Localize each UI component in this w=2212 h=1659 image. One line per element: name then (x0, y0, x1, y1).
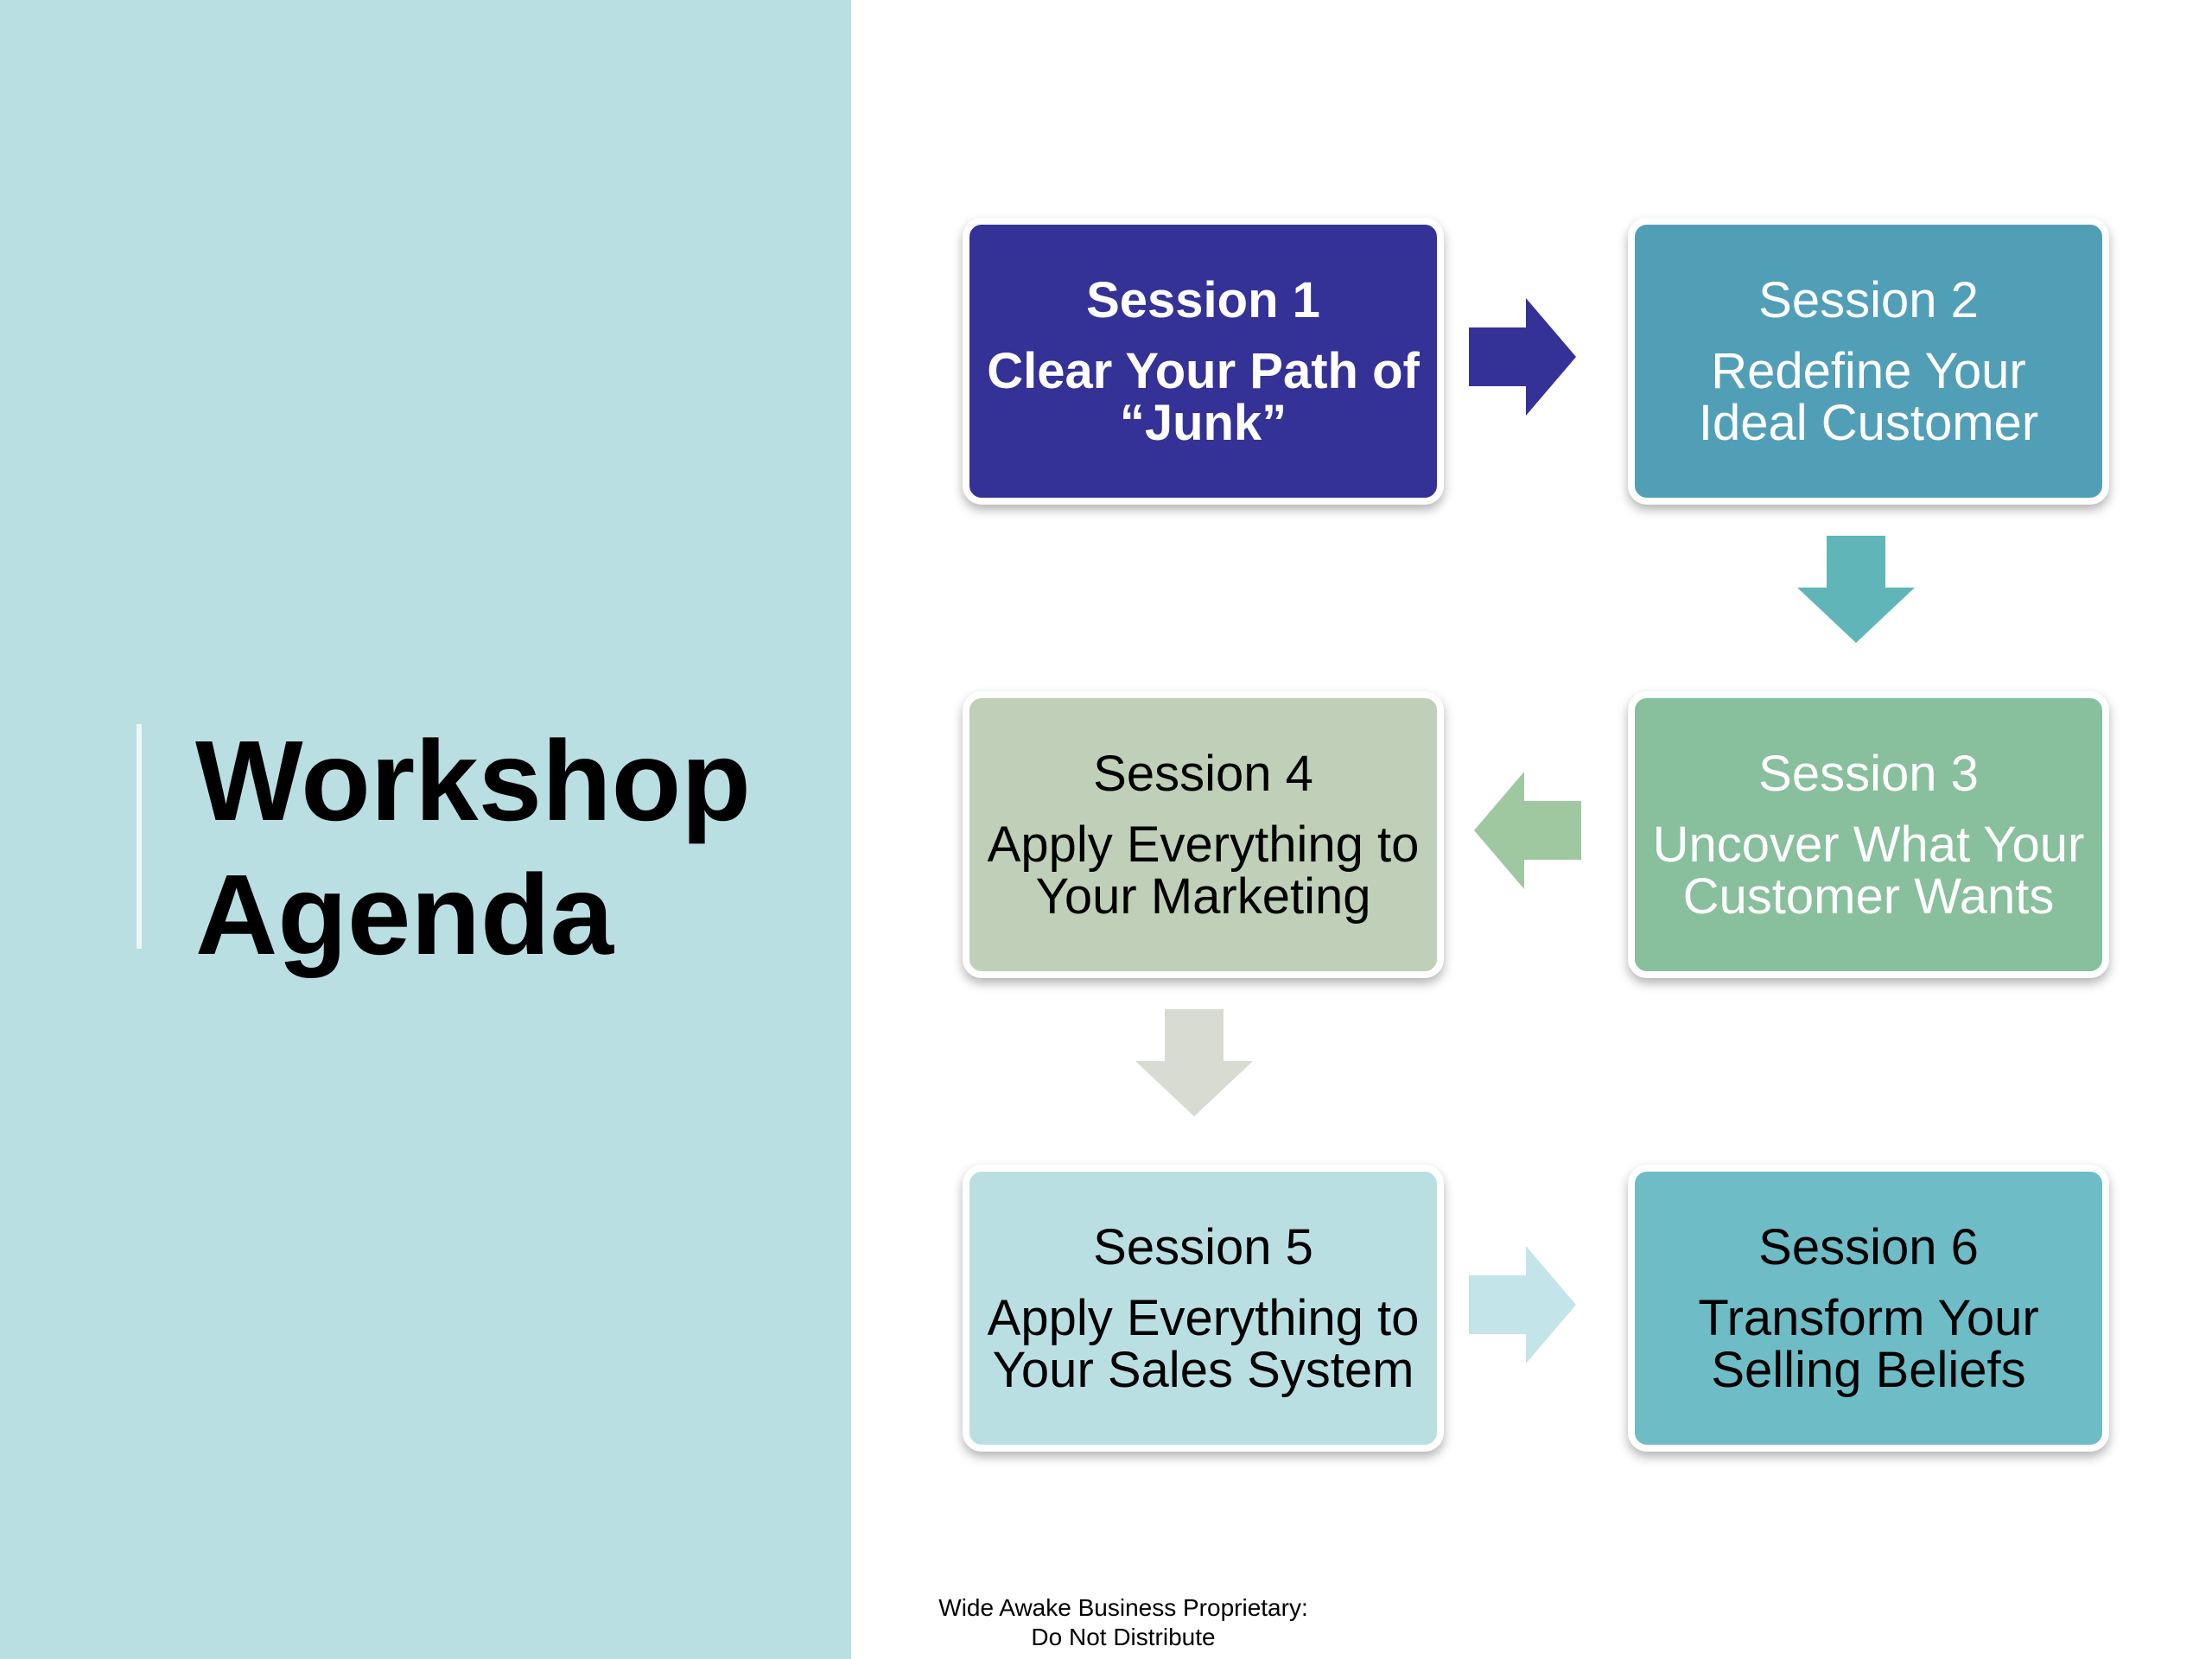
session-4-title: Session 4 (1093, 746, 1313, 802)
footer-note: Wide Awake Business Proprietary: Do Not … (899, 1593, 1348, 1652)
title-accent-rule (137, 724, 142, 949)
session-6-title: Session 6 (1758, 1219, 1979, 1275)
session-6-subtitle: Transform Your Selling Beliefs (1698, 1290, 2039, 1398)
arrow-right-icon (1469, 298, 1576, 416)
session-6-box: Session 6 Transform Your Selling Beliefs (1628, 1165, 2109, 1452)
session-5-title: Session 5 (1093, 1219, 1313, 1275)
session-1-title: Session 1 (1086, 272, 1320, 328)
session-4-box: Session 4 Apply Everything to Your Marke… (963, 691, 1444, 978)
session-1-box: Session 1 Clear Your Path of “Junk” (963, 218, 1444, 505)
session-1-subtitle: Clear Your Path of “Junk” (987, 343, 1420, 451)
session-4-subtitle: Apply Everything to Your Marketing (987, 817, 1420, 925)
session-3-box: Session 3 Uncover What Your Customer Wan… (1628, 691, 2109, 978)
session-5-subtitle: Apply Everything to Your Sales System (987, 1290, 1420, 1398)
session-2-box: Session 2 Redefine Your Ideal Customer (1628, 218, 2109, 505)
arrow-down-icon (1797, 536, 1915, 643)
arrow-left-icon (1474, 772, 1581, 889)
session-3-title: Session 3 (1758, 746, 1979, 802)
session-5-box: Session 5 Apply Everything to Your Sales… (963, 1165, 1444, 1452)
slide-title: Workshop Agenda (195, 717, 751, 978)
footer-line-2: Do Not Distribute (1031, 1624, 1216, 1650)
footer-line-1: Wide Awake Business Proprietary: (938, 1594, 1308, 1621)
arrow-down-icon (1135, 1009, 1253, 1116)
arrow-right-icon (1469, 1246, 1576, 1363)
session-2-title: Session 2 (1758, 272, 1979, 328)
session-2-subtitle: Redefine Your Ideal Customer (1698, 343, 2039, 451)
session-3-subtitle: Uncover What Your Customer Wants (1652, 817, 2085, 925)
title-panel (0, 0, 851, 1659)
